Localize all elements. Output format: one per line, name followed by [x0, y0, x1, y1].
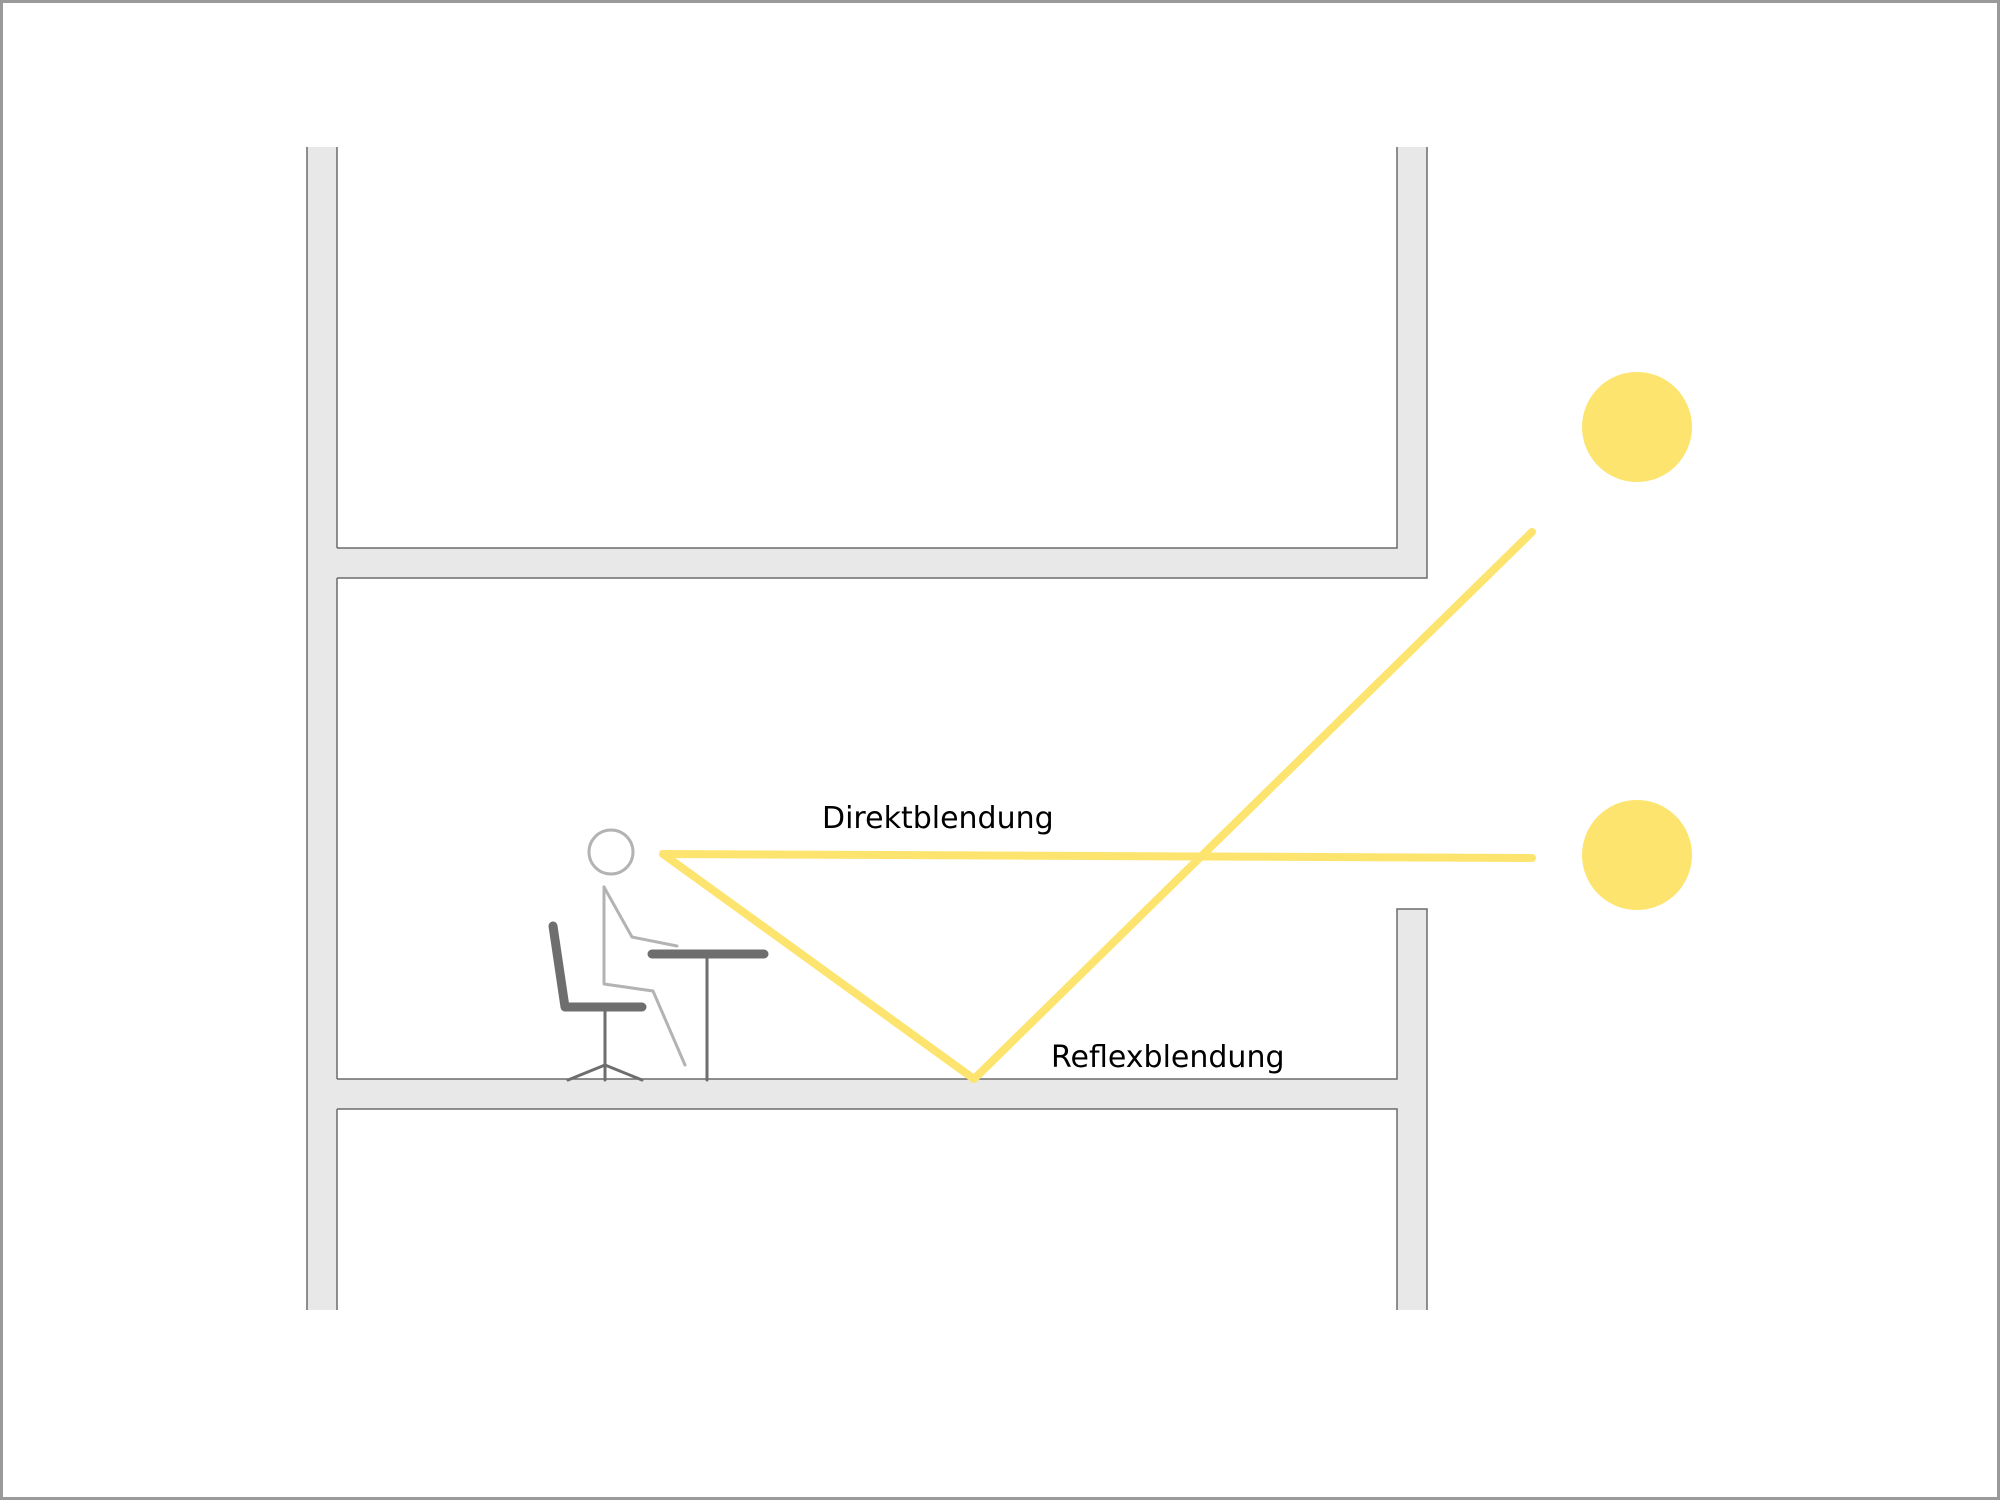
sun-icon [1582, 800, 1692, 910]
sun-icon [1582, 372, 1692, 482]
direct-glare-ray [659, 850, 1536, 862]
left-wall-edges [306, 147, 338, 1310]
reflected-glare-label: Reflexblendung [1051, 1040, 1285, 1075]
upper-slab-edges [337, 147, 1428, 579]
desk-icon [647, 949, 769, 1082]
lower-slab-edges [337, 908, 1428, 1310]
direct-glare-label: Direktblendung [822, 801, 1054, 836]
building-section [306, 147, 1428, 1310]
person-icon [587, 828, 687, 1067]
light-rays [659, 528, 1536, 1083]
reflected-glare-ray [659, 528, 1536, 1083]
left-wall [307, 147, 337, 1310]
chair-icon [548, 921, 647, 1082]
